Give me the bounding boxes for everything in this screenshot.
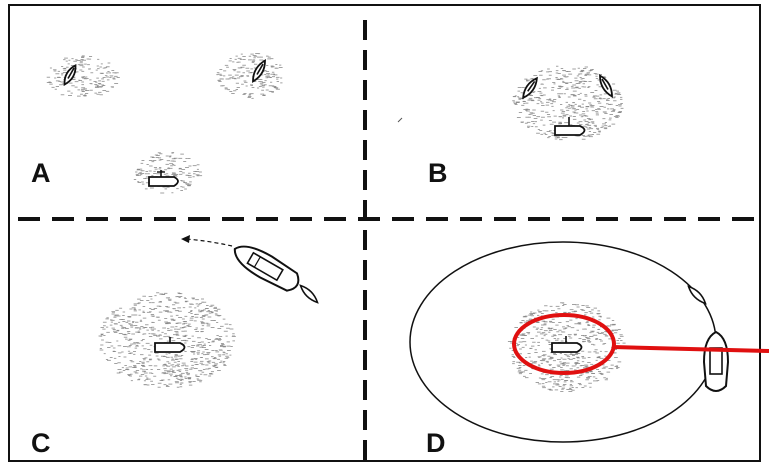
panel-b: B — [397, 74, 613, 188]
highlight-circle — [512, 313, 616, 375]
boat-icon — [554, 117, 586, 136]
course-arrow — [185, 238, 233, 247]
boat-icon — [154, 337, 186, 353]
panel-c: C — [31, 235, 319, 458]
rowboat-icon — [233, 245, 300, 292]
arrowhead-icon — [181, 235, 190, 243]
small-mark — [397, 117, 403, 123]
dinghy-icon — [299, 284, 319, 304]
swimmer-icon — [522, 76, 538, 100]
panel-letter-c: C — [31, 428, 51, 458]
rowboat-icon — [702, 330, 730, 392]
swimmer-icon — [599, 74, 613, 98]
swimmer-icon — [252, 59, 266, 83]
highlight-pointer — [612, 345, 769, 353]
circling-path — [409, 241, 717, 443]
panel-letter-a: A — [31, 158, 51, 188]
diagram-frame — [8, 4, 761, 462]
panel-letter-d: D — [426, 428, 446, 458]
swimmer-icon — [63, 64, 77, 86]
panel-d: D — [409, 241, 769, 458]
panel-letter-b: B — [428, 158, 448, 188]
boat-icon — [551, 336, 583, 353]
dinghy-icon — [687, 285, 707, 305]
panel-a: A — [31, 59, 266, 188]
water-patches — [46, 53, 626, 393]
boat-icon — [148, 170, 179, 187]
